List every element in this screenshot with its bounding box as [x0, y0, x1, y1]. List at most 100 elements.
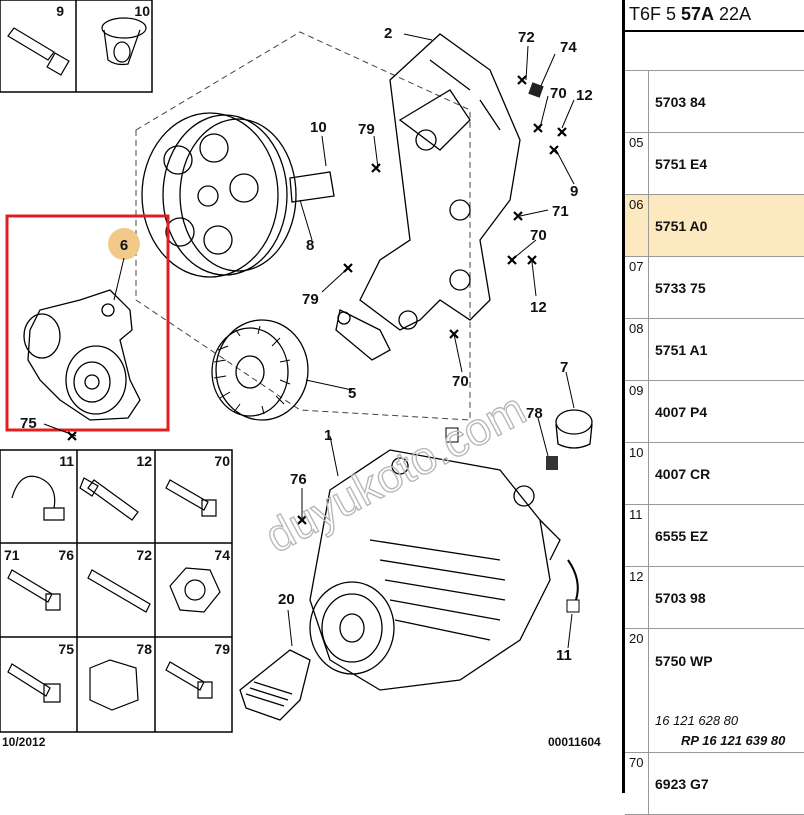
table-row[interactable]: 06 5751 A0: [625, 195, 804, 257]
row-item-number: 08: [625, 319, 649, 380]
row-item-number: 20: [625, 629, 649, 752]
callout-2: 2: [384, 25, 392, 42]
bottom-hardware-grid: [0, 449, 233, 733]
callout-79-top: 79: [358, 121, 375, 138]
row-item-number: 70: [625, 753, 649, 814]
table-row[interactable]: 5703 84: [625, 71, 804, 133]
grid-label-74: 74: [214, 547, 230, 563]
row-part-reference: 5703 98: [655, 590, 706, 606]
grid-label-12: 12: [136, 453, 152, 469]
bolt-79-icon: [165, 661, 213, 699]
callout-70-bottom: 70: [452, 373, 469, 390]
drive-belt-drawing: [239, 649, 311, 721]
alternator-bracket-drawing: [335, 33, 521, 361]
callout-76: 76: [290, 471, 307, 488]
row-item-number: 10: [625, 443, 649, 504]
callout-72: 72: [518, 29, 535, 46]
table-row[interactable]: 11 6555 EZ: [625, 505, 804, 567]
grid-label-71: 71: [4, 547, 20, 563]
table-header: T6F 5 57A 22A: [625, 0, 804, 32]
cap-drawing: [555, 409, 593, 449]
callout-71: 71: [552, 203, 569, 220]
grid-label-78: 78: [136, 641, 152, 657]
bolt-71-icon: [7, 569, 61, 611]
callout-12-bottom: 12: [530, 299, 547, 316]
row-item-number: 12: [625, 567, 649, 628]
callout-5: 5: [348, 385, 356, 402]
row-part-reference: 4007 P4: [655, 404, 708, 420]
grid-label-75: 75: [58, 641, 74, 657]
spacer-76-icon: [445, 427, 459, 443]
callout-12-top: 12: [576, 87, 593, 104]
callout-6: 6: [120, 237, 128, 254]
nut-74-icon: [528, 82, 544, 98]
bolt-75-icon: [7, 663, 61, 703]
bolt-9-icon: [7, 27, 70, 76]
table-row[interactable]: 10 4007 CR: [625, 443, 804, 505]
row-part-reference: 6923 G7: [655, 776, 709, 792]
nut-74-grid-icon: [169, 567, 221, 613]
callout-78: 78: [526, 405, 543, 422]
belt-tensioner-drawing: [23, 289, 141, 421]
table-row[interactable]: 09 4007 P4: [625, 381, 804, 443]
row-item-number: 05: [625, 133, 649, 194]
table-row[interactable]: 05 5751 E4: [625, 133, 804, 195]
diagram-date: 10/2012: [2, 735, 46, 749]
crank-pulley-drawing: [141, 112, 335, 278]
callout-20: 20: [278, 591, 295, 608]
callout-9: 9: [570, 183, 578, 200]
row-alt-reference: 16 121 628 80: [655, 713, 739, 728]
row-item-number: 07: [625, 257, 649, 318]
idler-roller-drawing: [211, 319, 309, 421]
row-item-number: [625, 71, 649, 132]
table-row[interactable]: 20 5750 WP 16 121 628 80 RP 16 121 639 80: [625, 629, 804, 753]
callout-8: 8: [306, 237, 314, 254]
grid-label-72: 72: [136, 547, 152, 563]
table-row[interactable]: 70 6923 G7: [625, 753, 804, 815]
top-hardware-grid: [0, 0, 153, 93]
row-alt-reference-2: RP 16 121 639 80: [681, 733, 786, 748]
clip-11-icon: [566, 599, 580, 613]
row-part-reference: 5703 84: [655, 94, 706, 110]
grid-label-79: 79: [214, 641, 230, 657]
alternator-drawing: [309, 449, 561, 691]
row-part-reference: 6555 EZ: [655, 528, 708, 544]
callout-11: 11: [556, 647, 572, 664]
grid-label-9: 9: [56, 3, 64, 19]
bushing-10-icon: [101, 17, 147, 66]
callout-79-mid: 79: [302, 291, 319, 308]
spacer-78-icon: [546, 456, 558, 470]
grid-label-76: 76: [58, 547, 74, 563]
nut-78-icon: [89, 659, 139, 711]
row-item-number: 06: [625, 195, 649, 256]
grid-label-11: 11: [59, 453, 74, 469]
row-item-number: 11: [625, 505, 649, 566]
table-row[interactable]: 12 5703 98: [625, 567, 804, 629]
table-row[interactable]: 08 5751 A1: [625, 319, 804, 381]
fastener-markers: [67, 75, 567, 525]
row-part-reference: 5751 A0: [655, 218, 708, 234]
bolt-70-icon: [165, 479, 217, 517]
grid-label-70: 70: [214, 453, 230, 469]
row-item-number: 09: [625, 381, 649, 442]
callout-10: 10: [310, 119, 327, 136]
highlight-box-tensioner: [5, 214, 170, 432]
grid-label-10: 10: [134, 3, 150, 19]
table-row[interactable]: 07 5733 75: [625, 257, 804, 319]
row-part-reference: 5750 WP: [655, 653, 713, 669]
callout-1: 1: [324, 427, 332, 444]
callout-7: 7: [560, 359, 568, 376]
stud-12-icon: [79, 477, 139, 521]
callout-74: 74: [560, 39, 577, 56]
row-part-reference: 5751 A1: [655, 342, 708, 358]
clip-tie-icon: [11, 475, 65, 521]
row-part-reference: 5751 E4: [655, 156, 708, 172]
callout-70-top: 70: [550, 85, 567, 102]
callout-70-mid: 70: [530, 227, 547, 244]
stud-72-icon: [87, 569, 151, 613]
row-part-reference: 5733 75: [655, 280, 706, 296]
exploded-parts-diagram: 9 10: [0, 0, 601, 749]
callout-75: 75: [20, 415, 37, 432]
row-part-reference: 4007 CR: [655, 466, 711, 482]
